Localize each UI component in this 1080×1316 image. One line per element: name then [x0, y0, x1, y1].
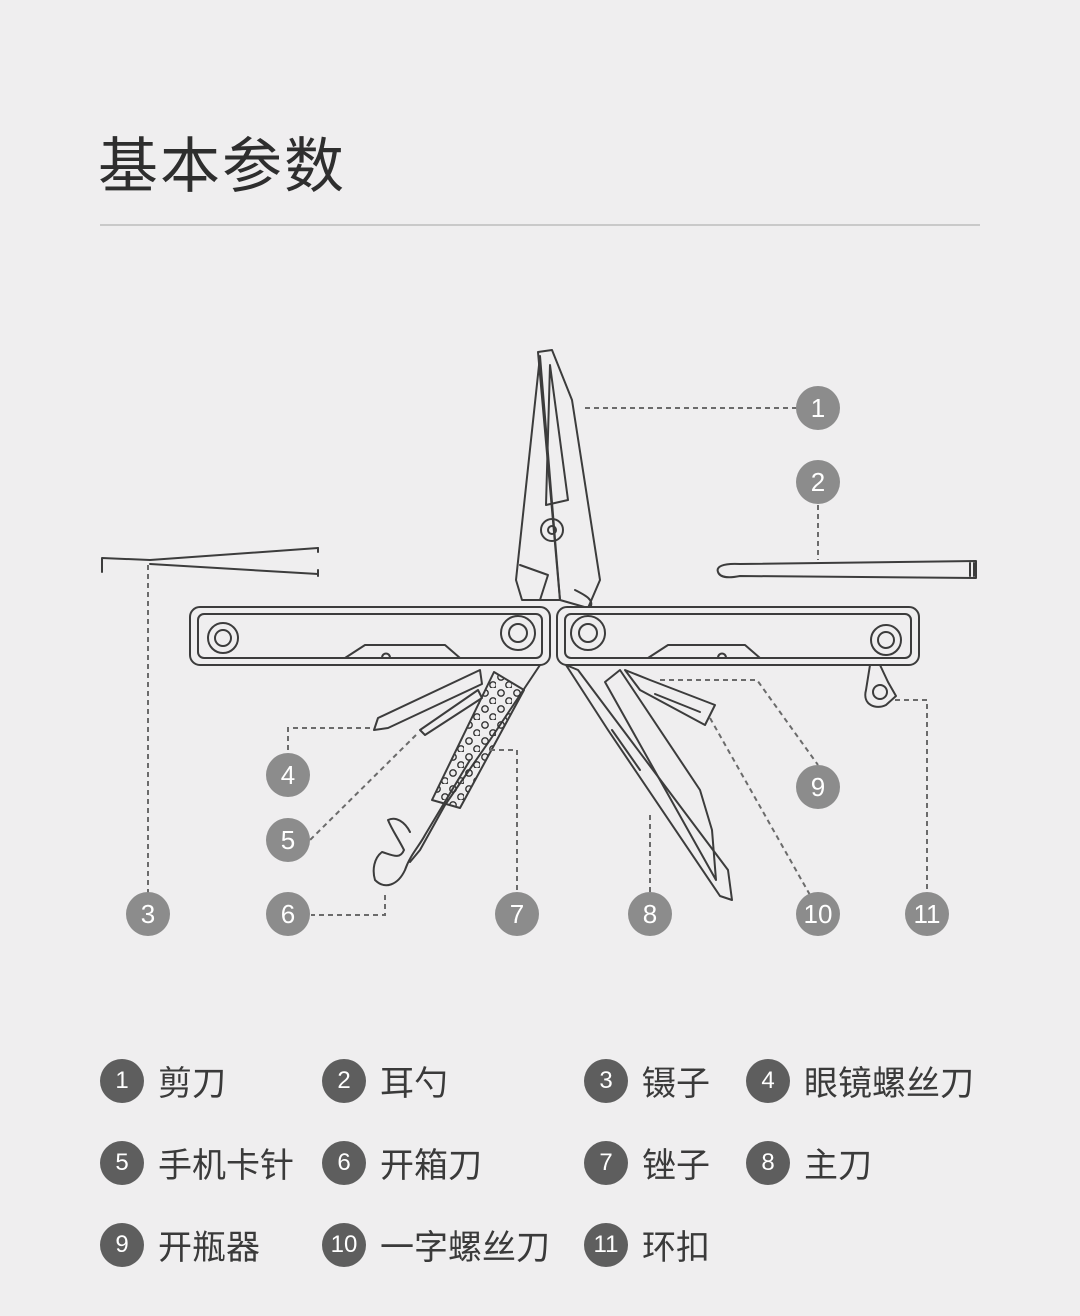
scissors	[515, 349, 601, 609]
callout-number: 7	[510, 899, 524, 929]
callout-circle	[266, 753, 310, 797]
legend-item-6: 6 开箱刀	[322, 1138, 482, 1187]
callout-circle	[126, 892, 170, 936]
legend-label: 环扣	[642, 1228, 710, 1268]
callout-number: 6	[281, 899, 295, 929]
callout-5: 5	[266, 818, 310, 862]
callout-6: 6	[266, 892, 310, 936]
file	[409, 664, 541, 863]
callout-1: 1	[796, 386, 840, 430]
callout-number: 4	[281, 760, 295, 790]
legend-badge: 3	[584, 1058, 628, 1103]
legend-label: 手机卡针	[158, 1146, 294, 1186]
legend-label: 镊子	[642, 1064, 710, 1104]
callout-7: 7	[495, 892, 539, 936]
legend-label: 剪刀	[158, 1064, 226, 1104]
legend-badge: 5	[100, 1140, 144, 1185]
leader-9	[660, 679, 819, 766]
callout-circle	[905, 892, 949, 936]
callout-circle	[796, 765, 840, 809]
callout-circle	[796, 386, 840, 430]
callout-circle	[796, 460, 840, 504]
legend-badge: 8	[746, 1140, 790, 1185]
callout-circle	[796, 892, 840, 936]
leader-6	[311, 895, 386, 916]
leader-7	[490, 749, 518, 893]
leader-4	[287, 727, 370, 754]
leader-11	[895, 699, 928, 892]
legend-badge: 11	[584, 1222, 628, 1267]
callout-markers: 1 2 3 4 5 6 7 8 9 10 11	[126, 386, 949, 936]
sim-card-pin	[419, 689, 483, 736]
legend-label: 眼镜螺丝刀	[804, 1064, 974, 1104]
main-blade	[565, 664, 733, 901]
legend-label: 耳勺	[380, 1064, 448, 1104]
legend-badge: 10	[322, 1222, 366, 1267]
callout-number: 8	[643, 899, 657, 929]
legend-item-1: 1 剪刀	[100, 1056, 226, 1105]
page-title: 基本参数	[98, 132, 346, 202]
legend-label: 开箱刀	[380, 1146, 482, 1186]
legend-badge: 1	[100, 1058, 144, 1103]
callout-number: 3	[141, 899, 155, 929]
callout-3: 3	[126, 892, 170, 936]
callout-number: 10	[804, 899, 833, 929]
callout-2: 2	[796, 460, 840, 504]
eyeglass-screwdriver	[373, 669, 483, 731]
legend-item-8: 8 主刀	[746, 1138, 872, 1187]
callout-number: 2	[811, 467, 825, 497]
leader-5	[309, 734, 417, 841]
legend-item-5: 5 手机卡针	[100, 1138, 294, 1187]
legend-label: 开瓶器	[158, 1228, 260, 1268]
callout-number: 9	[811, 772, 825, 802]
legend-label: 锉子	[642, 1146, 710, 1186]
callout-11: 11	[905, 892, 949, 936]
callout-circle	[495, 892, 539, 936]
callout-number: 11	[914, 899, 941, 929]
legend-badge: 4	[746, 1058, 790, 1103]
ear-pick	[716, 560, 977, 579]
legend-badge: 2	[322, 1058, 366, 1103]
legend-item-4: 4 眼镜螺丝刀	[746, 1056, 974, 1105]
tweezers	[101, 547, 319, 577]
legend-item-11: 11 环扣	[584, 1220, 710, 1269]
legend-item-2: 2 耳勺	[322, 1056, 448, 1105]
left-handle	[189, 606, 551, 666]
leader-10	[709, 717, 811, 896]
callout-number: 1	[811, 393, 825, 423]
bottle-opener	[624, 669, 716, 726]
legend-label: 一字螺丝刀	[380, 1228, 550, 1268]
callout-circle	[266, 892, 310, 936]
callout-9: 9	[796, 765, 840, 809]
box-cutter	[372, 759, 471, 887]
legend-item-3: 3 镊子	[584, 1056, 710, 1105]
ring-clip	[864, 664, 897, 708]
legend-badge: 9	[100, 1222, 144, 1267]
legend-item-7: 7 锉子	[584, 1138, 710, 1187]
legend-item-9: 9 开瓶器	[100, 1220, 260, 1269]
legend-badge: 6	[322, 1140, 366, 1185]
callout-4: 4	[266, 753, 310, 797]
title-divider	[100, 224, 980, 226]
callout-circle	[266, 818, 310, 862]
right-handle	[556, 606, 920, 666]
callout-number: 5	[281, 825, 295, 855]
callout-10: 10	[796, 892, 840, 936]
legend-badge: 7	[584, 1140, 628, 1185]
legend-label: 主刀	[804, 1146, 872, 1186]
legend-item-10: 10 一字螺丝刀	[322, 1220, 550, 1269]
callout-8: 8	[628, 892, 672, 936]
callout-circle	[628, 892, 672, 936]
